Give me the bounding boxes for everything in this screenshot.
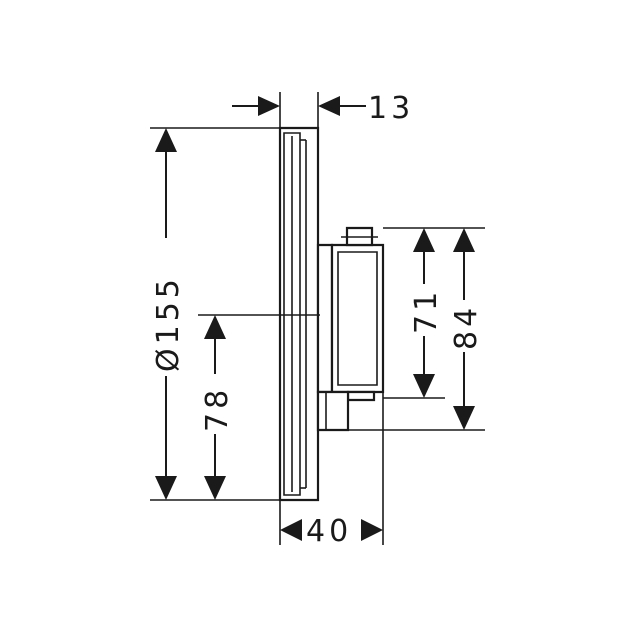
arrow-head bbox=[318, 96, 340, 116]
dim-diameter: Ø155 bbox=[150, 128, 186, 500]
dim-40: 40 bbox=[280, 514, 383, 549]
concealed-body bbox=[316, 226, 385, 432]
arrow-head bbox=[453, 228, 475, 252]
arrow-head bbox=[258, 96, 280, 116]
arrow-head bbox=[155, 128, 177, 152]
dim-71: 71 bbox=[408, 228, 444, 398]
dim-78: 78 bbox=[199, 315, 235, 500]
dim-84: 84 bbox=[448, 228, 484, 430]
arrow-head bbox=[453, 406, 475, 430]
dim-84-label: 84 bbox=[449, 304, 484, 350]
arrow-head bbox=[204, 315, 226, 339]
arrow-head bbox=[413, 228, 435, 252]
extension-lines bbox=[150, 92, 485, 545]
arrow-head bbox=[155, 476, 177, 500]
dim-78-label: 78 bbox=[200, 386, 235, 432]
dim-13: 13 bbox=[232, 91, 414, 126]
arrow-head bbox=[413, 374, 435, 398]
dim-40-label: 40 bbox=[306, 514, 352, 549]
arrow-head bbox=[280, 519, 302, 541]
dim-diameter-label: Ø155 bbox=[151, 275, 186, 372]
dim-71-label: 71 bbox=[409, 288, 444, 334]
arrow-head bbox=[204, 476, 226, 500]
dim-13-label: 13 bbox=[368, 91, 414, 126]
cover-plate bbox=[278, 126, 320, 502]
arrow-head bbox=[361, 519, 383, 541]
